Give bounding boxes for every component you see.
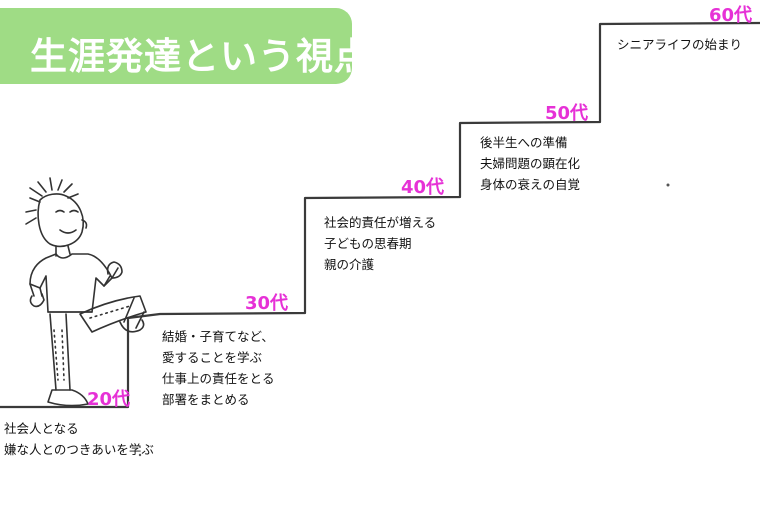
- dot-mark: [666, 183, 670, 187]
- stage-description-60s: シニアライフの始まり: [617, 34, 742, 55]
- description-line: 愛することを学ぶ: [162, 350, 263, 365]
- staircase-line: [0, 21, 760, 409]
- description-line: 仕事上の責任をとる: [162, 371, 275, 386]
- age-label-60s: 60代: [709, 5, 753, 26]
- climbing-person-illustration: [25, 177, 147, 407]
- description-line: シニアライフの始まり: [617, 37, 743, 52]
- description-line: 部署をまとめる: [162, 392, 250, 407]
- description-line: 子どもの思春期: [324, 236, 412, 251]
- age-label-50s: 50代: [545, 103, 589, 124]
- age-label-30s: 30代: [245, 293, 289, 314]
- description-line: 嫌な人とのつきあいを学ぶ: [4, 442, 154, 457]
- description-line: 親の介護: [324, 257, 375, 272]
- page-title: 生涯発達という視点: [30, 35, 372, 78]
- description-line: 社会的責任が増える: [324, 215, 437, 230]
- dot-mark: [138, 453, 142, 457]
- stage-description-20s: 社会人となる 嫌な人とのつきあいを学ぶ: [4, 418, 154, 460]
- description-line: 夫婦問題の顕在化: [480, 156, 581, 171]
- age-label-40s: 40代: [401, 177, 445, 198]
- description-line: 身体の衰えの自覚: [480, 177, 581, 192]
- stage-description-40s: 社会的責任が増える 子どもの思春期 親の介護: [324, 212, 436, 275]
- stage-description-50s: 後半生への準備 夫婦問題の顕在化 身体の衰えの自覚: [480, 132, 580, 195]
- age-label-20s: 20代: [87, 389, 131, 410]
- description-line: 結婚・子育てなど、: [162, 329, 274, 344]
- description-line: 後半生への準備: [480, 135, 568, 150]
- stage-description-30s: 結婚・子育てなど、 愛することを学ぶ 仕事上の責任をとる 部署をまとめる: [162, 326, 275, 410]
- description-line: 社会人となる: [4, 421, 79, 436]
- title-banner: 生涯発達という視点: [0, 8, 371, 84]
